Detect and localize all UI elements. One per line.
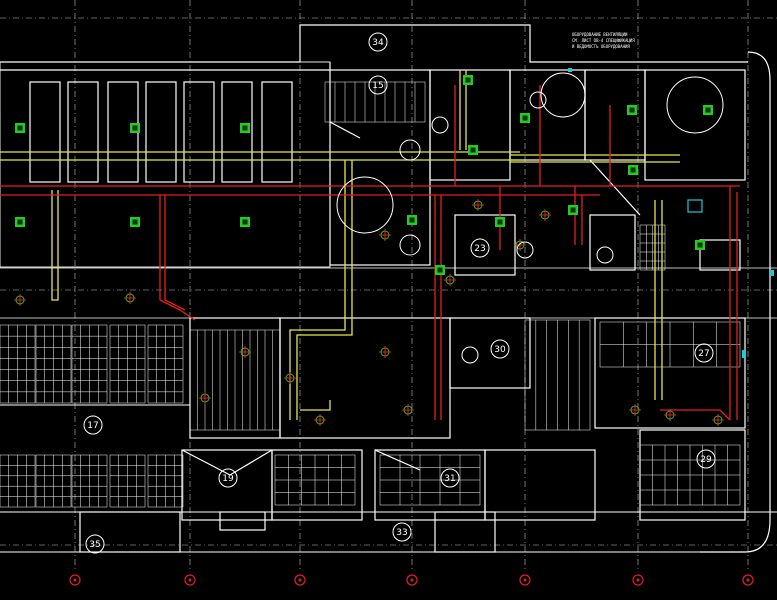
hvac-diffuser-icon [628,165,638,175]
pipe-fitting-icon [14,294,26,306]
hatch-block [639,444,741,506]
room-tag-label: 23 [474,244,485,254]
hatch-block [0,324,36,404]
room-tag-label: 31 [444,474,455,484]
hatch-block [147,324,184,404]
hvac-diffuser-icon [495,217,505,227]
equipment-layer [14,75,724,426]
room-tag-label: 27 [698,349,709,359]
hvac-diffuser-icon [468,145,478,155]
room-tag-bubble: 33 [392,522,412,542]
hvac-diffuser-icon [695,240,705,250]
hvac-diffuser-icon [627,105,637,115]
hvac-diffuser-icon [240,217,250,227]
supply-ductwork [0,70,680,420]
hvac-diffuser-icon [568,205,578,215]
room-tag-bubble: 17 [83,415,103,435]
grid-axis-bubble-icon [406,574,418,586]
hvac-diffuser-icon [15,123,25,133]
room-tag-label: 17 [87,421,98,431]
pipe-fitting-icon [402,404,414,416]
hvac-diffuser-icon [463,75,473,85]
room-tag-label: 30 [494,345,506,355]
room-tag-bubble: 35 [85,534,105,554]
note-line-3: И ВЕДОМОСТЬ ОБОРУДОВАНИЯ [572,44,630,49]
hvac-diffuser-icon [520,113,530,123]
grid-axis-bubble-icon [742,574,754,586]
grid-axis-bubble-icon [294,574,306,586]
hatch-block [639,224,666,271]
hatch-block [109,454,146,508]
room-tag-bubble: 23 [470,238,490,258]
hatch-block [147,454,184,508]
pipe-fitting-icon [239,346,251,358]
pipe-fitting-icon [444,274,456,286]
hvac-diffuser-icon [407,215,417,225]
grid-axis-bubble-icon [519,574,531,586]
hatch-block [0,454,36,508]
pipe-fitting-icon [514,239,526,251]
room-tag-label: 33 [396,528,407,538]
hatch-block [71,324,108,404]
room-tag-bubble: 34 [368,32,388,52]
room-tag-label: 34 [372,38,384,48]
room-tag-label: 35 [89,540,100,550]
pipe-fitting-icon [664,409,676,421]
hvac-diffuser-icon [703,105,713,115]
hatch-block [524,319,591,431]
grid-axis-bubble-icon [184,574,196,586]
room-tag-bubble: 27 [694,343,714,363]
grid-axis-bubble-icon [69,574,81,586]
pipe-fitting-icon [314,414,326,426]
equipment-note-block: ОБОРУДОВАНИЕ ВЕНТИЛЯЦИИ СМ. ЛИСТ ОВ-4 СП… [572,32,635,49]
building-walls [0,24,777,553]
room-tag-bubble: 29 [696,449,716,469]
heating-piping [0,85,740,421]
room-tag-bubble: 15 [368,75,388,95]
hvac-diffuser-icon [435,265,445,275]
hatch-block [274,454,356,506]
hvac-diffuser-icon [240,123,250,133]
pipe-fitting-icon [379,346,391,358]
grid-axis-bubble-icon [632,574,644,586]
grid-axes [0,0,777,572]
pipe-fitting-icon [472,199,484,211]
pipe-fitting-icon [284,372,296,384]
pipe-fitting-icon [199,392,211,404]
hatch-block [324,81,426,123]
pipe-fitting-icon [712,414,724,426]
hatch-block [71,454,108,508]
pipe-fitting-icon [539,209,551,221]
hatch-block [35,454,72,508]
room-tag-bubble: 31 [440,468,460,488]
floor-hatching [0,81,741,508]
hatch-block [189,329,281,431]
hatch-block [35,324,72,404]
note-line-2: СМ. ЛИСТ ОВ-4 СПЕЦИФИКАЦИЯ [572,38,635,43]
room-tag-label: 29 [700,455,712,465]
pipe-fitting-icon [124,292,136,304]
hvac-diffuser-icon [15,217,25,227]
room-tag-label: 19 [222,474,234,484]
hatch-block [379,454,481,506]
hatch-block [599,321,741,368]
room-tag-bubble: 19 [218,468,238,488]
hatch-block [109,324,146,404]
hvac-diffuser-icon [130,123,140,133]
pipe-fitting-icon [379,229,391,241]
cyan-markers [568,68,774,358]
pipe-fitting-icon [629,404,641,416]
room-tags: 34 15 23 30 27 17 19 31 29 35 33 [83,32,716,554]
room-tag-label: 15 [372,81,383,91]
note-line-1: ОБОРУДОВАНИЕ ВЕНТИЛЯЦИИ [572,32,628,37]
tank-circles [336,72,724,364]
axis-bubbles [69,574,754,586]
hvac-diffuser-icon [130,217,140,227]
room-tag-bubble: 30 [490,339,510,359]
